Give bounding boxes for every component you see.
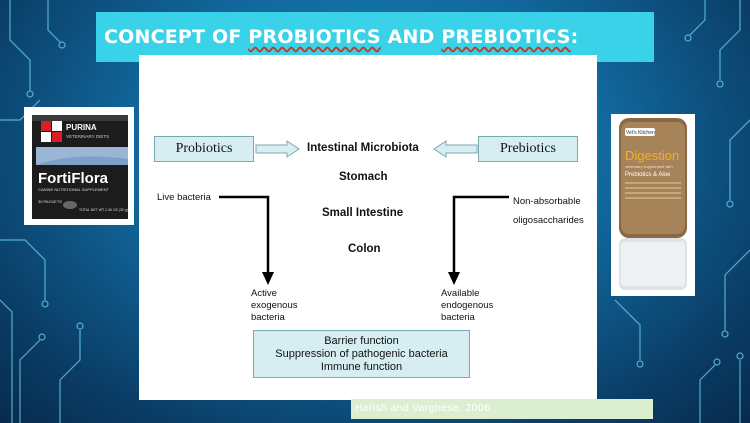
digestion-line2-text: Prebiotics & Aloe [625, 172, 671, 178]
right-path-line [452, 195, 509, 275]
active-exogenous-label: Active exogenous bacteria [251, 288, 297, 324]
title-prebiotics: PREBIOTICS [441, 26, 571, 48]
left-output-line2: exogenous [251, 300, 298, 311]
digestion-bottle-illustration: Vet's Kitchen Digestion veterinary suppl… [619, 118, 687, 290]
title-and: AND [380, 26, 442, 48]
left-output-line1: Active [251, 288, 277, 299]
non-absorbable-line2: oligosaccharides [513, 215, 584, 226]
function-suppression: Suppression of pathogenic bacteria [275, 348, 448, 360]
right-output-line3: bacteria [441, 312, 475, 323]
function-barrier: Barrier function [324, 335, 399, 347]
fortiflora-weight-text: TOTAL NET WT 1.06 OZ (30 g) [79, 208, 128, 212]
live-bacteria-label: Live bacteria [157, 192, 211, 203]
arrow-left-hollow [433, 140, 478, 158]
title-colon: : [570, 26, 579, 48]
right-arrowhead [448, 272, 460, 285]
fortiflora-packets-text: 30 PACKETS [38, 199, 62, 204]
digestion-line1-text: veterinary supplement with [625, 164, 673, 169]
prebiotics-box: Prebiotics [478, 136, 578, 162]
functions-box: Barrier function Suppression of pathogen… [253, 330, 470, 378]
fortiflora-name-text: FortiFlora [38, 170, 109, 187]
fortiflora-box-illustration: PURINA VETERINARY DIETS FortiFlora CANIN… [32, 115, 128, 219]
digestion-brand-text: Vet's Kitchen [626, 130, 655, 136]
available-endogenous-label: Available endogenous bacteria [441, 288, 493, 324]
title-probiotics: PROBIOTICS [248, 26, 381, 48]
left-arrowhead [262, 272, 274, 285]
digestion-name-text: Digestion [625, 148, 679, 163]
non-absorbable-label: Non-absorbable oligosaccharides [513, 192, 584, 230]
arrow-right-hollow [255, 140, 300, 158]
stomach-label: Stomach [339, 171, 388, 183]
left-path-line [219, 195, 270, 275]
right-output-line2: endogenous [441, 300, 494, 311]
fortiflora-brand-text: PURINA [66, 123, 97, 132]
fortiflora-subbrand-text: VETERINARY DIETS [66, 134, 109, 139]
title-bar [96, 12, 654, 62]
slide-title: CONCEPT OF PROBIOTICS AND PREBIOTICS: [104, 26, 578, 48]
intestinal-microbiota-label: Intestinal Microbiota [307, 142, 419, 154]
left-output-line3: bacteria [251, 312, 285, 323]
digestion-product-image: Vet's Kitchen Digestion veterinary suppl… [611, 114, 695, 296]
small-intestine-label: Small Intestine [322, 207, 404, 219]
fortiflora-product-image: PURINA VETERINARY DIETS FortiFlora CANIN… [24, 107, 134, 225]
non-absorbable-line1: Non-absorbable [513, 196, 581, 207]
probiotics-box: Probiotics [154, 136, 254, 162]
function-immune: Immune function [320, 361, 403, 373]
citation: Harish and Varghese, 2006 [351, 399, 653, 419]
right-output-line1: Available [441, 288, 480, 299]
fortiflora-subtitle-text: CANINE NUTRITIONAL SUPPLEMENT [38, 187, 110, 192]
colon-label: Colon [348, 243, 381, 255]
title-prefix: CONCEPT OF [104, 26, 249, 48]
